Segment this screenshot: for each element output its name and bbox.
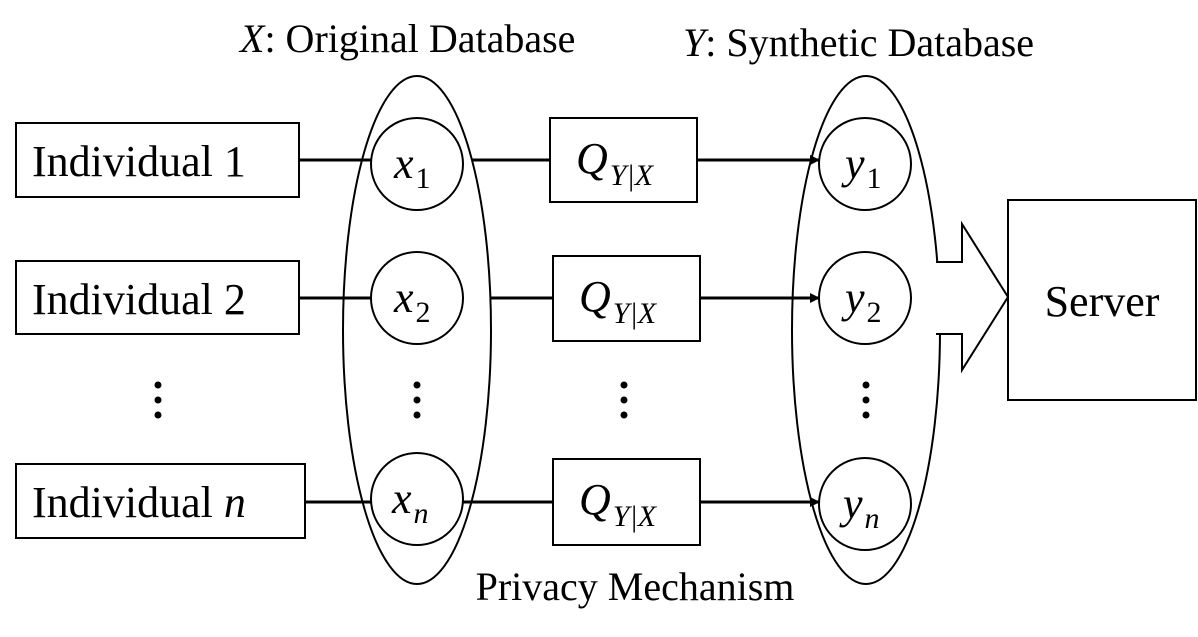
x-node-n	[370, 452, 464, 546]
y-node-n	[818, 457, 912, 551]
y-node-label-2: y2	[841, 273, 882, 329]
server-label: Server	[1045, 277, 1160, 326]
x-node-1	[370, 117, 464, 211]
y-node-2	[818, 251, 912, 345]
y-node-label-n: yn	[839, 479, 880, 535]
x-node-label-1: x1	[393, 139, 431, 195]
y-node-label-1: y1	[841, 139, 882, 195]
individual-box-n	[15, 463, 306, 539]
x-node-label-2: x2	[393, 273, 431, 329]
synthetic-database-title: Y: Synthetic Database	[683, 20, 1034, 65]
ellipsis-dots-mechanisms	[620, 381, 628, 419]
mechanism-label-2: QY|X	[579, 272, 658, 330]
ellipsis-dots-individuals	[154, 381, 162, 419]
original-database-ellipse	[342, 75, 492, 585]
mechanism-label-n: QY|X	[579, 475, 658, 533]
block-arrow-to-server	[936, 220, 1010, 374]
mechanism-box-n	[552, 458, 701, 546]
privacy-mechanism-caption: Privacy Mechanism	[476, 564, 795, 609]
ellipsis-dots-y-nodes	[862, 381, 870, 419]
individual-label-2: Individual 2	[32, 275, 246, 324]
individual-label-1: Individual 1	[32, 137, 246, 186]
mechanism-label-1: QY|X	[576, 134, 655, 192]
original-database-title: X: Original Database	[238, 16, 575, 61]
mechanism-box-1	[549, 117, 698, 203]
ellipsis-dots-x-nodes	[413, 381, 421, 419]
y-node-1	[818, 117, 912, 211]
individual-label-n: Individual n	[32, 478, 246, 527]
server-box	[1007, 199, 1197, 401]
x-node-2	[370, 251, 464, 345]
individual-box-1	[15, 122, 300, 198]
x-node-label-n: xn	[391, 474, 429, 530]
